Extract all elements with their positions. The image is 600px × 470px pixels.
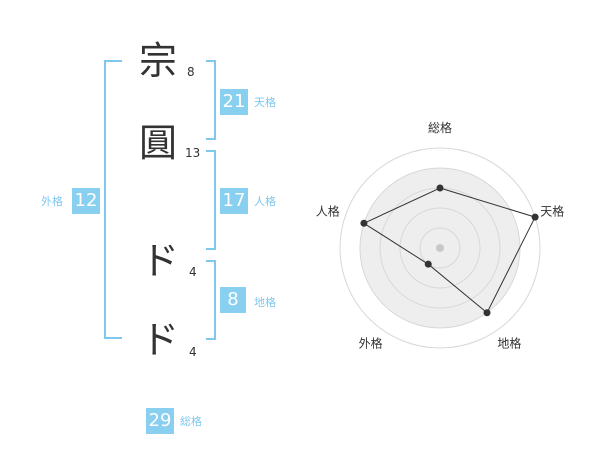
stroke-count-3: 4 [189, 265, 197, 279]
jinkaku-value: 17 [220, 188, 248, 214]
radar-point-4 [424, 260, 432, 268]
tenkaku-bracket-top [206, 60, 216, 62]
tenkaku-bracket [214, 60, 216, 140]
radar-axis-label-5: 人格 [316, 204, 340, 219]
jinkaku-bracket [214, 150, 216, 250]
radar-grid-ring-5 [339, 147, 541, 349]
radar-center-dot [436, 244, 444, 252]
jinkaku-bracket-bottom [206, 248, 216, 250]
tenkaku-value: 21 [220, 89, 248, 115]
radar-axis-label-2: 天格 [540, 204, 564, 219]
soukaku-value: 29 [146, 408, 174, 434]
tenkaku-bracket-bottom [206, 138, 216, 140]
chikaku-bracket [214, 260, 216, 340]
name-char-3: ド [141, 239, 180, 283]
stroke-count-4: 4 [189, 345, 197, 359]
radar-axis-label-1: 総格 [428, 120, 452, 135]
chikaku-bracket-bottom [206, 338, 216, 340]
gaikaku-value: 12 [72, 188, 100, 214]
chikaku-label: 地格 [254, 296, 276, 309]
stroke-count-1: 8 [187, 65, 195, 79]
radar-axis-label-3: 地格 [497, 335, 521, 350]
name-char-1: 宗 [139, 39, 178, 83]
radar-axis-label-4: 外格 [359, 335, 383, 350]
soukaku-label: 総格 [180, 415, 202, 428]
radar-data-polygon [362, 187, 536, 314]
name-char-4: ド [141, 318, 180, 362]
gaikaku-bracket-bottom [104, 337, 122, 339]
gaikaku-label: 外格 [41, 195, 63, 208]
chikaku-bracket-top [206, 260, 216, 262]
chikaku-value: 8 [220, 287, 246, 313]
name-char-2: 圓 [139, 121, 178, 165]
jinkaku-label: 人格 [254, 195, 276, 208]
radar-point-3 [483, 309, 491, 317]
radar-point-2 [531, 213, 539, 221]
gaikaku-bracket [104, 60, 106, 339]
radar-point-5 [360, 219, 368, 227]
radar-point-1 [436, 184, 444, 192]
stroke-count-2: 13 [185, 146, 201, 160]
gaikaku-bracket-top [104, 60, 122, 62]
jinkaku-bracket-top [206, 150, 216, 152]
tenkaku-label: 天格 [254, 96, 276, 109]
